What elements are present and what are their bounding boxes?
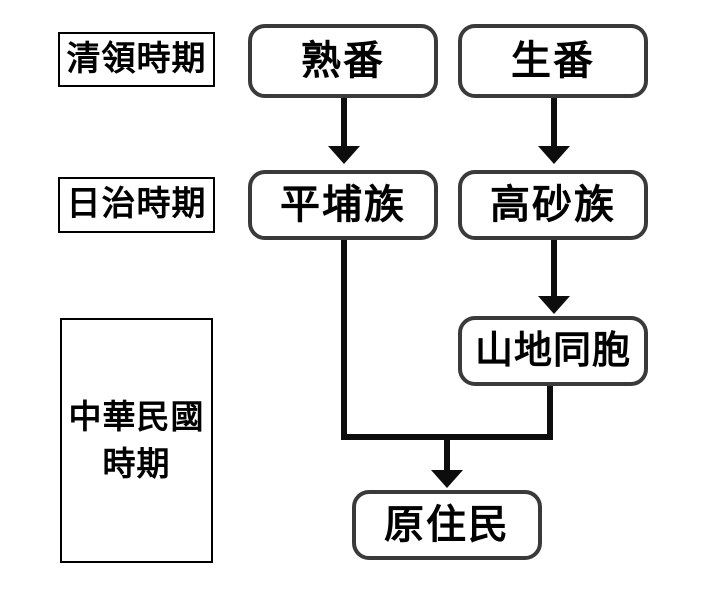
node-shengfan: 生番 bbox=[458, 24, 648, 98]
node-pingpu: 平埔族 bbox=[248, 170, 438, 240]
period-label-japanese-rule: 日治時期 bbox=[58, 177, 215, 233]
edge-shufan-to-pingpu-arrowhead bbox=[328, 146, 360, 164]
node-yuanzhumin: 原住民 bbox=[352, 490, 542, 560]
node-takasago: 高砂族 bbox=[458, 170, 648, 240]
edge-shengfan-to-takasago-arrowhead bbox=[538, 146, 570, 164]
period-label-roc: 中華民國 時期 bbox=[60, 318, 213, 563]
period-label-roc-line1: 中華民國 bbox=[68, 398, 205, 436]
node-shandi-tongbao: 山地同胞 bbox=[458, 316, 648, 386]
period-label-roc-line2: 時期 bbox=[102, 444, 171, 482]
period-label-qing: 清領時期 bbox=[58, 32, 215, 87]
edge-takasago-to-shandi-arrowhead bbox=[538, 296, 570, 314]
edge-merge-to-yuanzhumin-arrowhead bbox=[431, 470, 463, 488]
node-shufan: 熟番 bbox=[248, 24, 438, 98]
